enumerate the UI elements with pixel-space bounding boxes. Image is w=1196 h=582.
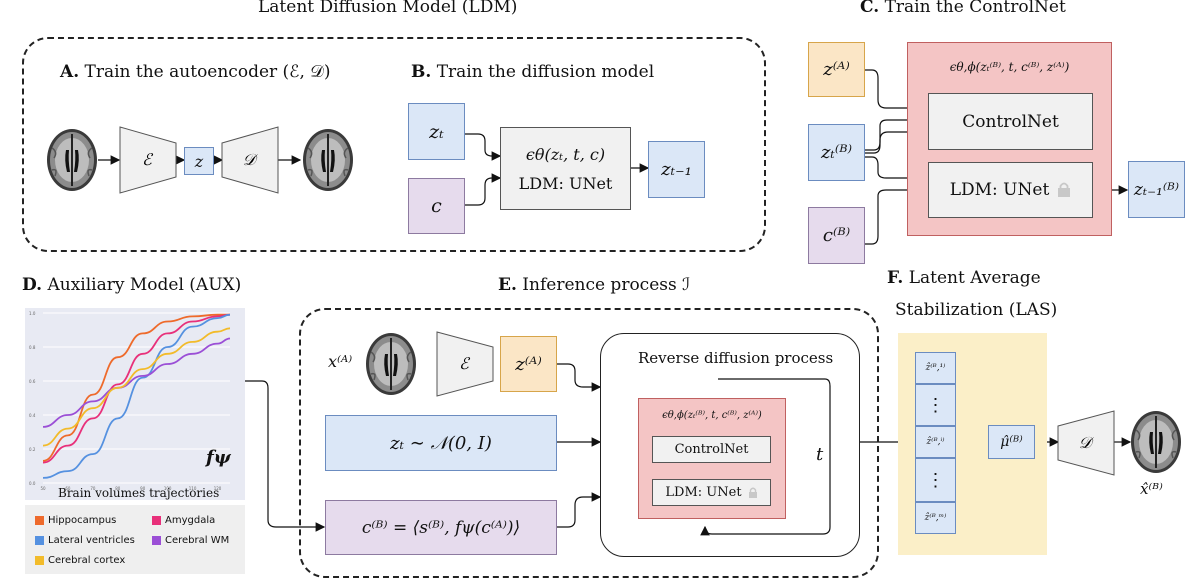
x-tick-label: 110: [189, 486, 197, 491]
x-tick-label: 90: [140, 486, 146, 491]
timestep-label: t: [816, 444, 824, 465]
series-line-cerebral-cortex: [42, 327, 231, 447]
xhat-label: x̂⁽ᴮ⁾: [1140, 480, 1163, 498]
section-e-title: E. Inference process ℐ: [498, 275, 691, 295]
swatch-amygdala: [152, 516, 161, 525]
zhat-m-label: ẑ⁽ᴮ,ᵐ⁾: [924, 513, 947, 523]
aux-chart: 1.0 0.8 0.6 0.4 0.2 0.0 50 60 70 80 90 100 110 120: [29, 311, 231, 491]
encoder-shape-a: ℰ: [119, 126, 177, 194]
x-tick-label: 50: [40, 486, 46, 491]
brain-image-output-f: [1131, 411, 1181, 473]
y-tick-label: 0.4: [29, 413, 36, 418]
zhat-dots-2: ⋮: [915, 458, 956, 502]
y-tick-label: 1.0: [29, 311, 36, 316]
ldm-unet-box-e: LDM: UNet: [652, 479, 771, 506]
y-tick-label: 0.6: [29, 379, 36, 384]
swatch-lateral-ventricles: [35, 536, 44, 545]
brain-image-input: [47, 129, 97, 191]
lock-icon: [748, 487, 757, 498]
dots-1-label: ⋮: [926, 394, 945, 416]
x-tick-label: 60: [65, 486, 71, 491]
chart-xlabel: Brain volumes trajectories: [58, 486, 220, 500]
legend-item-cerebral-wm: Cerebral WM: [152, 535, 229, 546]
zt-box: zₜ: [408, 103, 465, 160]
zA-box-e: z⁽ᴬ⁾: [500, 336, 557, 392]
eps-label-b: ϵθ(zₜ, t, c): [525, 144, 606, 164]
encoder-label-a: ℰ: [142, 150, 154, 169]
aux-chart-bg: [25, 308, 245, 500]
legend-item-cerebral-cortex: Cerebral cortex: [35, 555, 125, 566]
zhat-i-label: ẑ⁽ᴮ,ⁱ⁾: [926, 437, 945, 447]
brain-image-xA: [366, 333, 416, 395]
controlnet-box-e: ControlNet: [652, 436, 771, 463]
zhat-stack: ẑ⁽ᴮ,¹⁾: [915, 352, 956, 384]
ldm-unet-box-c: LDM: UNet: [928, 162, 1093, 218]
section-c-title: C. Train the ControlNet: [860, 0, 1066, 17]
series-line-hippocampus: [42, 313, 230, 462]
zt-minus-1-box: zₜ₋₁: [648, 141, 705, 198]
unet-label-c: LDM: UNet: [949, 180, 1050, 200]
x-tick-label: 120: [214, 486, 222, 491]
x-tick-label: 70: [90, 486, 96, 491]
ldm-container: [22, 37, 766, 252]
brain-image-output: [303, 129, 353, 191]
zt-1B-box-c: zₜ₋₁⁽ᴮ⁾: [1128, 161, 1185, 218]
chart-legend: [25, 505, 245, 574]
controlnet-box-c: ControlNet: [928, 93, 1093, 150]
lock-icon: [1058, 182, 1071, 197]
swatch-cerebral-cortex: [35, 556, 44, 565]
cB-formula-box: c⁽ᴮ⁾ = ⟨s⁽ᴮ⁾, fψ(c⁽ᴬ⁾)⟩: [325, 500, 557, 555]
encoder-label-e: ℰ: [459, 354, 471, 373]
cB-box-c: c⁽ᴮ⁾: [808, 207, 865, 264]
unet-label-e: LDM: UNet: [665, 485, 742, 500]
section-d-title: D. Auxiliary Model (AUX): [22, 275, 242, 295]
inference-container: [299, 308, 879, 578]
section-b-title: B. Train the diffusion model: [411, 62, 655, 82]
decoder-shape-a: 𝒟: [221, 126, 279, 194]
legend-item-lateral-ventricles: Lateral ventricles: [35, 535, 135, 546]
decoder-shape-f: 𝒟: [1057, 410, 1115, 476]
series-line-cerebral-wm: [42, 337, 231, 428]
decoder-label-f: 𝒟: [1079, 433, 1095, 452]
f-psi-label: fψ: [206, 447, 231, 468]
zhat-i-box: ẑ⁽ᴮ,ⁱ⁾: [915, 426, 956, 458]
dots-2-label: ⋮: [926, 469, 945, 491]
section-f-title-line2: Stabilization (LAS): [895, 300, 1058, 320]
zhat-1-label: ẑ⁽ᴮ,¹⁾: [925, 363, 946, 373]
reverse-diffusion-panel: [600, 333, 860, 557]
latent-z-box: z: [184, 147, 214, 175]
series-line-amygdala: [42, 313, 231, 464]
c-box: c: [408, 178, 465, 234]
y-tick-label: 0.2: [29, 447, 36, 452]
decoder-label-a: 𝒟: [243, 150, 259, 169]
reverse-diffusion-title: Reverse diffusion process: [638, 349, 834, 367]
y-tick-label: 0.8: [29, 345, 36, 350]
zhat-dots-1: ⋮: [915, 384, 956, 426]
section-a-title: A. Train the autoencoder (ℰ, 𝒟): [60, 62, 331, 82]
xA-label: x⁽ᴬ⁾: [328, 352, 353, 371]
eps-label-e: ϵθ,ϕ(zₜ⁽ᴮ⁾, t, c⁽ᴮ⁾, z⁽ᴬ⁾): [662, 410, 762, 421]
x-tick-label: 100: [164, 486, 172, 491]
x-tick-label: 80: [115, 486, 121, 491]
legend-item-amygdala: Amygdala: [152, 515, 215, 526]
section-f-title-line1: F. Latent Average: [887, 268, 1041, 288]
series-line-lateral-ventricles: [42, 313, 231, 479]
zT-box: zₜ ∼ 𝒩(0, I): [325, 415, 557, 471]
ldm-unet-box-b: ϵθ(zₜ, t, c) LDM: UNet: [500, 127, 631, 210]
encoder-shape-e: ℰ: [436, 331, 494, 397]
mu-hat-box: μ̂⁽ᴮ⁾: [988, 425, 1035, 459]
swatch-hippocampus: [35, 516, 44, 525]
swatch-cerebral-wm: [152, 536, 161, 545]
eps-label-c: ϵθ,ϕ(zₜ⁽ᴮ⁾, t, c⁽ᴮ⁾, z⁽ᴬ⁾): [949, 60, 1070, 74]
ztB-box-c: zₜ⁽ᴮ⁾: [808, 124, 865, 181]
y-tick-label: 0.0: [29, 481, 36, 486]
unet-label-b: LDM: UNet: [518, 173, 613, 193]
zA-box-c: z⁽ᴬ⁾: [808, 42, 865, 97]
ldm-title: Latent Diffusion Model (LDM): [258, 0, 518, 17]
legend-item-hippocampus: Hippocampus: [35, 515, 116, 526]
zhat-m-box: ẑ⁽ᴮ,ᵐ⁾: [915, 502, 956, 534]
